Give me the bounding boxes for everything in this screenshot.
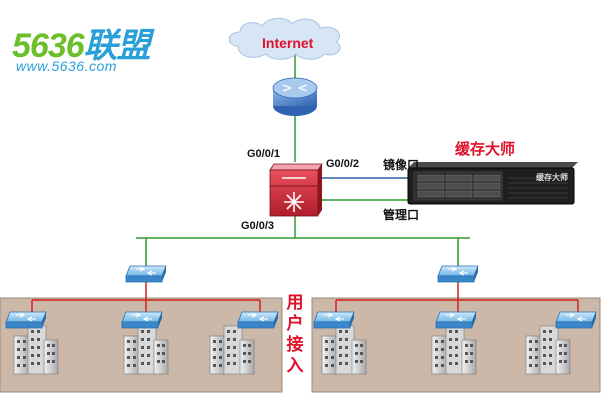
switch-icon bbox=[125, 265, 167, 283]
mirror-port-label: 镜像口 bbox=[383, 158, 420, 172]
switch-icon bbox=[435, 311, 477, 329]
right-access-block bbox=[311, 282, 601, 393]
mgmt-port-label: 管理口 bbox=[383, 208, 420, 222]
site-logo: 5636联盟 bbox=[12, 18, 151, 67]
switch-icon bbox=[313, 311, 355, 329]
core-switch-icon bbox=[269, 163, 323, 217]
cloud-icon bbox=[228, 17, 341, 60]
server-icon bbox=[407, 162, 578, 205]
internet-label: Internet bbox=[262, 35, 314, 51]
left-access-block bbox=[0, 282, 283, 393]
server-brand-label: 缓存大师 bbox=[536, 173, 568, 182]
port-g001-label: G0/0/1 bbox=[247, 148, 281, 160]
port-g002-label: G0/0/2 bbox=[326, 158, 360, 170]
router-icon bbox=[272, 77, 318, 116]
logo-url: www.5636.com bbox=[16, 58, 117, 74]
user-access-label: 用户接入 bbox=[286, 293, 304, 375]
switch-icon bbox=[5, 311, 47, 329]
switch-icon bbox=[237, 311, 279, 329]
logo-cn: 联盟 bbox=[83, 27, 151, 65]
switch-icon bbox=[437, 265, 479, 283]
cache-master-title: 缓存大师 bbox=[455, 141, 516, 158]
port-g003-label: G0/0/3 bbox=[241, 220, 275, 232]
logo-digits: 5636 bbox=[12, 27, 85, 65]
switch-icon bbox=[555, 311, 597, 329]
links bbox=[136, 52, 470, 266]
switch-icon bbox=[121, 311, 163, 329]
